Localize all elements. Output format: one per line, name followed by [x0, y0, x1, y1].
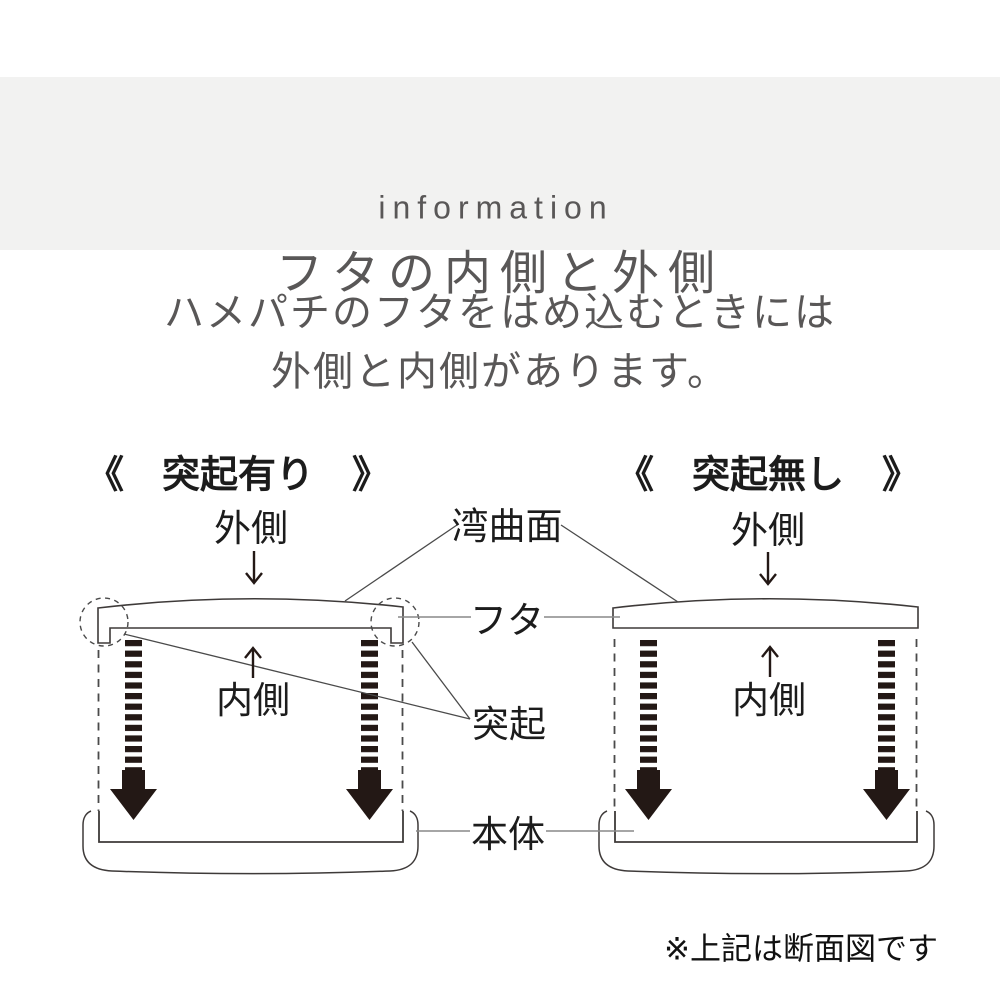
body-label: 本体 — [471, 814, 545, 855]
lid-label: フタ — [470, 600, 544, 641]
inner-side-label-right: 内側 — [732, 680, 806, 721]
protrusion-highlight-circle-right — [370, 597, 420, 647]
page-title: フタの内側と外側 — [276, 246, 724, 300]
body-inner-outline-left — [98, 811, 404, 843]
body-outer-outline-right — [598, 810, 935, 875]
body-inner-outline-right — [614, 811, 918, 843]
lid-cross-section-right — [612, 597, 919, 629]
intro-line-1: ハメパチのフタをはめ込むときには — [164, 291, 836, 335]
up-arrow-icon — [761, 645, 779, 677]
intro-paragraph: ハメパチのフタをはめ込むときには 外側と内側があります。 — [0, 284, 1000, 402]
down-arrow-icon — [245, 551, 263, 585]
lid-cross-section-left — [97, 597, 404, 644]
down-arrow-icon — [759, 552, 777, 586]
press-down-arrow — [625, 640, 672, 820]
protrusion-highlight-circle-left — [79, 597, 129, 647]
protrusion-label: 突起 — [472, 704, 546, 745]
outer-side-label-right: 外側 — [731, 510, 805, 551]
header-band: information フタの内側と外側 — [0, 77, 1000, 300]
press-down-arrow — [110, 640, 157, 820]
curved-surface-pointer-line — [344, 524, 458, 602]
body-outer-outline-left — [82, 810, 419, 875]
outer-side-label-left: 外側 — [214, 508, 288, 549]
cross-section-note: ※上記は断面図です — [664, 931, 938, 967]
curved-surface-pointer-line — [560, 524, 679, 603]
press-down-arrow — [863, 640, 910, 820]
inner-side-label-left: 内側 — [216, 680, 290, 721]
intro-line-2: 外側と内側があります。 — [271, 350, 729, 394]
protrusion-pointer-line — [123, 633, 471, 720]
section-title-with-protrusion: 《 突起有り 》 — [85, 454, 391, 497]
curved-surface-label: 湾曲面 — [451, 506, 563, 547]
header-eyebrow: information — [378, 189, 614, 226]
section-title-without-protrusion: 《 突起無し 》 — [615, 454, 921, 497]
press-down-arrow — [346, 640, 393, 820]
up-arrow-icon — [244, 646, 262, 678]
protrusion-pointer-line — [411, 641, 471, 720]
